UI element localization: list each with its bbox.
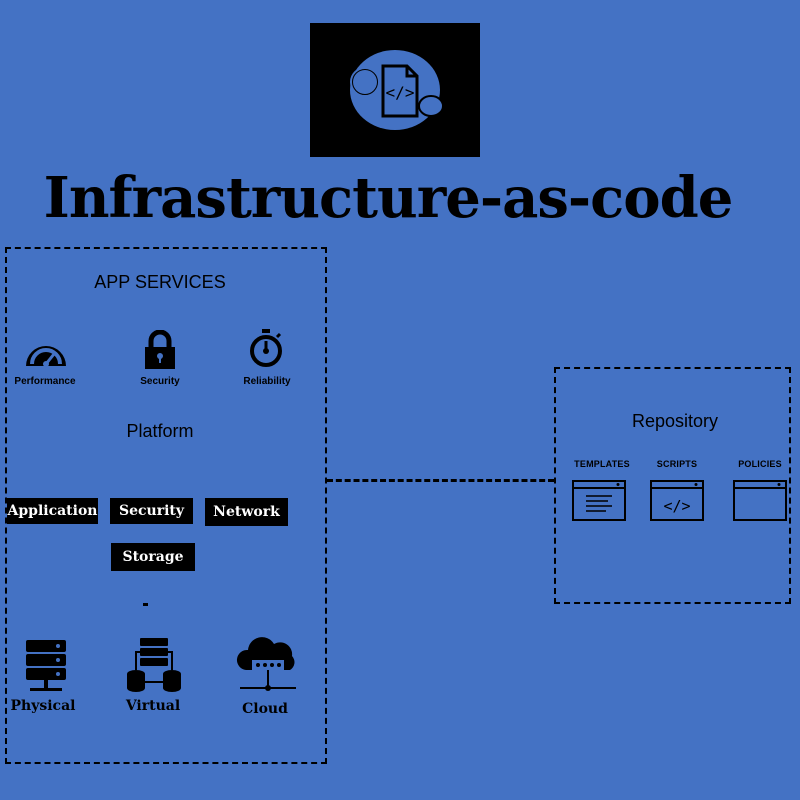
virtual-label: Virtual: [125, 698, 181, 714]
chip-network: Network: [205, 498, 288, 526]
lock-icon: [145, 330, 175, 369]
cloud-code-file-icon: </>: [350, 50, 444, 130]
stopwatch-icon: [250, 329, 282, 367]
template-window-icon: [572, 480, 626, 521]
cloud-server-icon: [236, 637, 296, 691]
security-label: Security: [140, 376, 180, 387]
app-stack-container: [5, 247, 327, 764]
chip-storage: Storage: [111, 543, 195, 571]
repository-container: [554, 367, 791, 604]
cloud-label: Cloud: [242, 701, 288, 717]
scripts-label: SCRIPTS: [656, 459, 698, 469]
logo-panel: </>: [310, 23, 480, 157]
svg-text:</>: </>: [386, 83, 415, 102]
page-title: Infrastructure-as-code: [43, 165, 734, 231]
speedometer-icon: [26, 346, 66, 367]
chip-application: Application: [7, 498, 98, 524]
connector-line: [327, 479, 554, 482]
blank-window-icon: [733, 480, 787, 521]
physical-label: Physical: [10, 698, 76, 714]
svg-text:</>: </>: [663, 497, 690, 515]
performance-label: Performance: [14, 376, 76, 387]
chip-security: Security: [110, 498, 193, 524]
code-window-icon: </>: [650, 480, 704, 521]
app-services-heading: APP SERVICES: [94, 272, 226, 292]
server-rack-icon: [26, 640, 66, 691]
platform-heading: Platform: [126, 421, 194, 441]
virtual-servers-icon: [127, 638, 181, 692]
templates-label: TEMPLATES: [574, 459, 630, 469]
policies-label: POLICIES: [738, 459, 782, 469]
reliability-label: Reliability: [243, 376, 291, 387]
repository-heading: Repository: [631, 411, 719, 431]
separator-dot: [143, 603, 148, 606]
